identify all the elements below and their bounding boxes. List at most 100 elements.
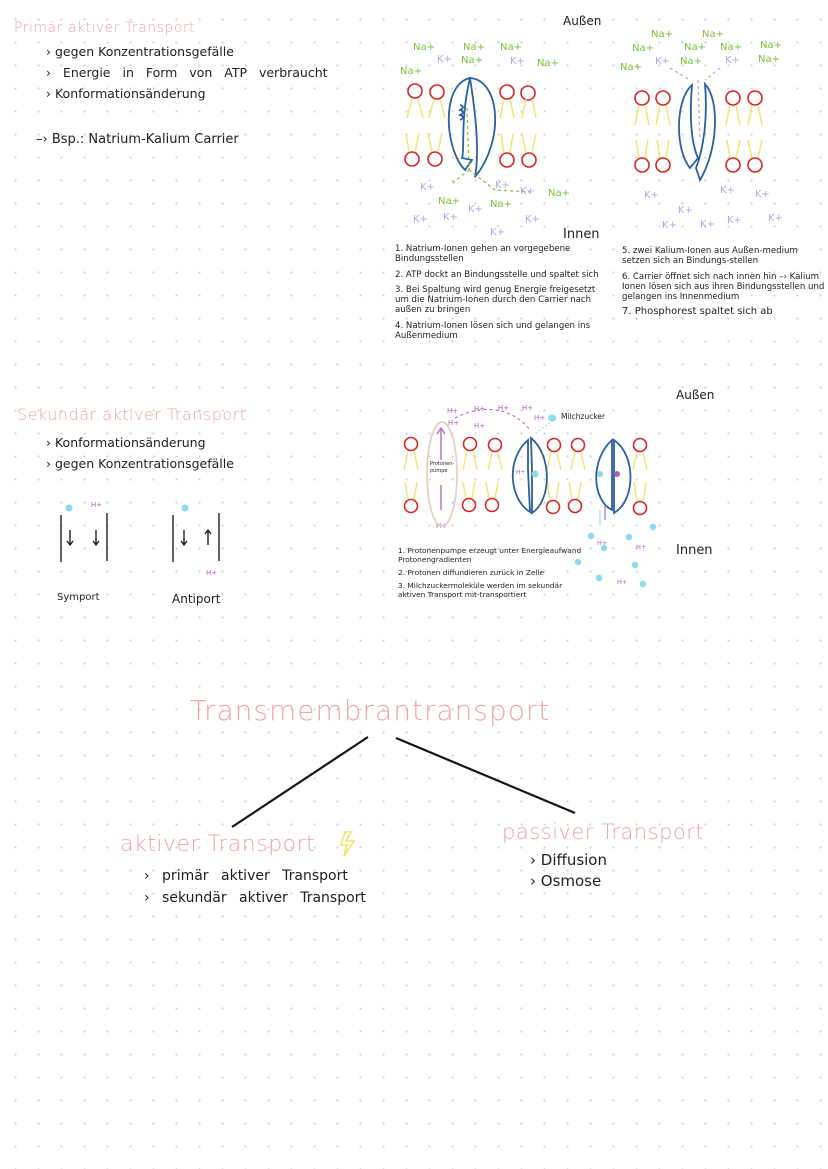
svg-text:K+: K+: [720, 185, 735, 196]
svg-text:K+: K+: [655, 56, 670, 67]
svg-text:H+: H+: [206, 569, 217, 577]
bullet: › gegen Konzentrationsgefälle: [46, 44, 234, 59]
svg-text:H+: H+: [597, 539, 607, 547]
step: 4. Natrium-Ionen lösen sich und gelangen…: [395, 320, 591, 342]
active-transport-title: aktiver Transport: [120, 832, 316, 857]
sugar-molecule-icon: [548, 414, 556, 422]
svg-text:K+: K+: [727, 215, 742, 226]
outside-label-secondary: Außen: [676, 388, 715, 402]
svg-text:Na+: Na+: [490, 199, 512, 210]
primary-example: –› Bsp.: Natrium-Kalium Carrier: [36, 132, 239, 147]
svg-text:Na+: Na+: [500, 42, 522, 53]
step: 2. ATP dockt an Bindungsstelle und spalt…: [395, 269, 599, 280]
svg-text:Na+: Na+: [684, 42, 706, 53]
protons-inside: H+ H+ H+: [597, 539, 646, 586]
svg-text:H+: H+: [447, 407, 458, 415]
passive-transport-title: passiver Transport: [502, 820, 705, 844]
sugar-molecule-icon: [65, 504, 73, 512]
outside-label: Außen: [563, 14, 602, 28]
antiport-label: Antiport: [172, 592, 221, 606]
svg-text:H+: H+: [498, 404, 509, 412]
svg-text:K+: K+: [678, 205, 693, 216]
potassium-ions-outside: K+K+: [437, 54, 525, 67]
svg-text:K+: K+: [420, 182, 435, 193]
svg-text:Na+: Na+: [632, 43, 654, 54]
potassium-ions-inside: K+K+K+ K+K+K+ K+K+: [413, 180, 540, 238]
svg-text:K+: K+: [413, 214, 428, 225]
secondary-steps: 1. Protonenpumpe erzeugt unter Energieau…: [398, 546, 583, 603]
svg-text:Na+: Na+: [758, 54, 780, 65]
svg-text:K+: K+: [768, 213, 783, 224]
primary-steps-right: 5. zwei Kalium-Ionen aus Außen-medium se…: [622, 246, 827, 323]
svg-text:K+: K+: [495, 180, 510, 191]
svg-text:Na+: Na+: [438, 196, 460, 207]
step: 1. Protonenpumpe erzeugt unter Energieau…: [398, 546, 582, 564]
sugar-molecule-icon: [181, 504, 189, 512]
list-item: › Diffusion: [530, 851, 607, 869]
svg-text:K+: K+: [525, 214, 540, 225]
potassium-ions-inside-right: K+K+K+ K+K+K+ K+K+: [644, 185, 783, 231]
svg-text:Na+: Na+: [400, 66, 422, 77]
symporter-carriers: [511, 436, 632, 515]
svg-text:K+: K+: [725, 55, 740, 66]
sugar-label: Milchzucker: [561, 412, 606, 421]
step: 2. Protonen diffundieren zurück in Zelle: [398, 568, 545, 577]
svg-text:K+: K+: [468, 204, 483, 215]
svg-text:Na+: Na+: [548, 188, 570, 199]
svg-text:H+: H+: [636, 543, 646, 551]
svg-text:K+: K+: [644, 190, 659, 201]
sodium-ions-inside: Na+ Na+ Na+: [438, 188, 570, 210]
list-item: › primär aktiver Transport: [144, 868, 348, 884]
step: 7. Phosphorest spaltet sich ab: [622, 306, 773, 318]
sodium-ions-outside-right: Na+Na+ Na+Na+Na+Na+ Na+Na+Na+: [620, 29, 782, 73]
svg-text:K+: K+: [443, 212, 458, 223]
secondary-transport-title: Sekundär aktiver Transport: [17, 405, 247, 424]
proton-pump-label: Protonen-pumpe: [430, 461, 455, 474]
svg-text:Na+: Na+: [413, 42, 435, 53]
svg-text:H+: H+: [534, 414, 545, 422]
svg-text:Na+: Na+: [720, 42, 742, 53]
list-item: › sekundär aktiver Transport: [144, 890, 366, 906]
bullet: › Energie in Form von ATP verbraucht: [46, 65, 328, 80]
svg-text:Na+: Na+: [537, 58, 559, 69]
bullet: › gegen Konzentrationsgefälle: [46, 456, 234, 471]
step: 6. Carrier öffnet sich nach innen hin –›…: [622, 271, 825, 303]
primary-transport-title: Primär aktiver Transport: [14, 20, 196, 36]
passive-transport-items: › Diffusion › Osmose: [530, 850, 607, 892]
step: 5. zwei Kalium-Ionen aus Außen-medium se…: [622, 246, 798, 267]
active-transport-items: › primär aktiver Transport › sekundär ak…: [144, 865, 366, 909]
svg-text:H+: H+: [474, 422, 485, 430]
primary-transport-bullets: › gegen Konzentrationsgefälle › Energie …: [46, 41, 328, 104]
svg-text:Na+: Na+: [461, 55, 483, 66]
svg-text:H+: H+: [448, 419, 459, 427]
carrier-protein-right: [678, 81, 716, 183]
svg-text:K+: K+: [662, 220, 677, 231]
bullet: › Konformationsänderung: [46, 86, 206, 101]
step: 3. Milchzuckermoleküle werden im sekundä…: [398, 581, 563, 599]
svg-text:Na+: Na+: [463, 42, 485, 53]
svg-text:Na+: Na+: [651, 29, 673, 40]
symport-antiport-sketch: [60, 513, 220, 562]
inside-label: Innen: [563, 227, 600, 242]
secondary-transport-bullets: › Konformationsänderung › gegen Konzentr…: [46, 432, 234, 474]
overview-title: Transmembrantransport: [190, 694, 551, 727]
branch-line-active: [231, 736, 369, 828]
symport-label: Symport: [57, 592, 100, 603]
carrier-protein-left: [447, 76, 496, 178]
svg-text:K+: K+: [490, 227, 505, 238]
phospholipid-bilayer-left: [404, 83, 537, 168]
list-item: › Osmose: [530, 872, 602, 890]
svg-text:K+: K+: [700, 219, 715, 230]
svg-text:Na+: Na+: [680, 56, 702, 67]
phospholipid-bilayer-secondary: [403, 436, 648, 516]
svg-text:K+: K+: [755, 189, 770, 200]
step: 1. Natrium-Ionen gehen an vorgegebene Bi…: [395, 244, 571, 265]
overview-branches: [231, 736, 576, 857]
phospholipid-bilayer-right: [634, 90, 763, 173]
svg-text:Na+: Na+: [620, 62, 642, 73]
svg-text:H+: H+: [617, 578, 627, 586]
svg-text:H+: H+: [522, 404, 533, 412]
sodium-ions-outside: Na+ Na+ Na+ Na+ Na+ Na+: [400, 42, 559, 77]
potassium-ions-outside-right: K+ K+: [655, 55, 740, 67]
svg-text:K+: K+: [437, 54, 452, 65]
